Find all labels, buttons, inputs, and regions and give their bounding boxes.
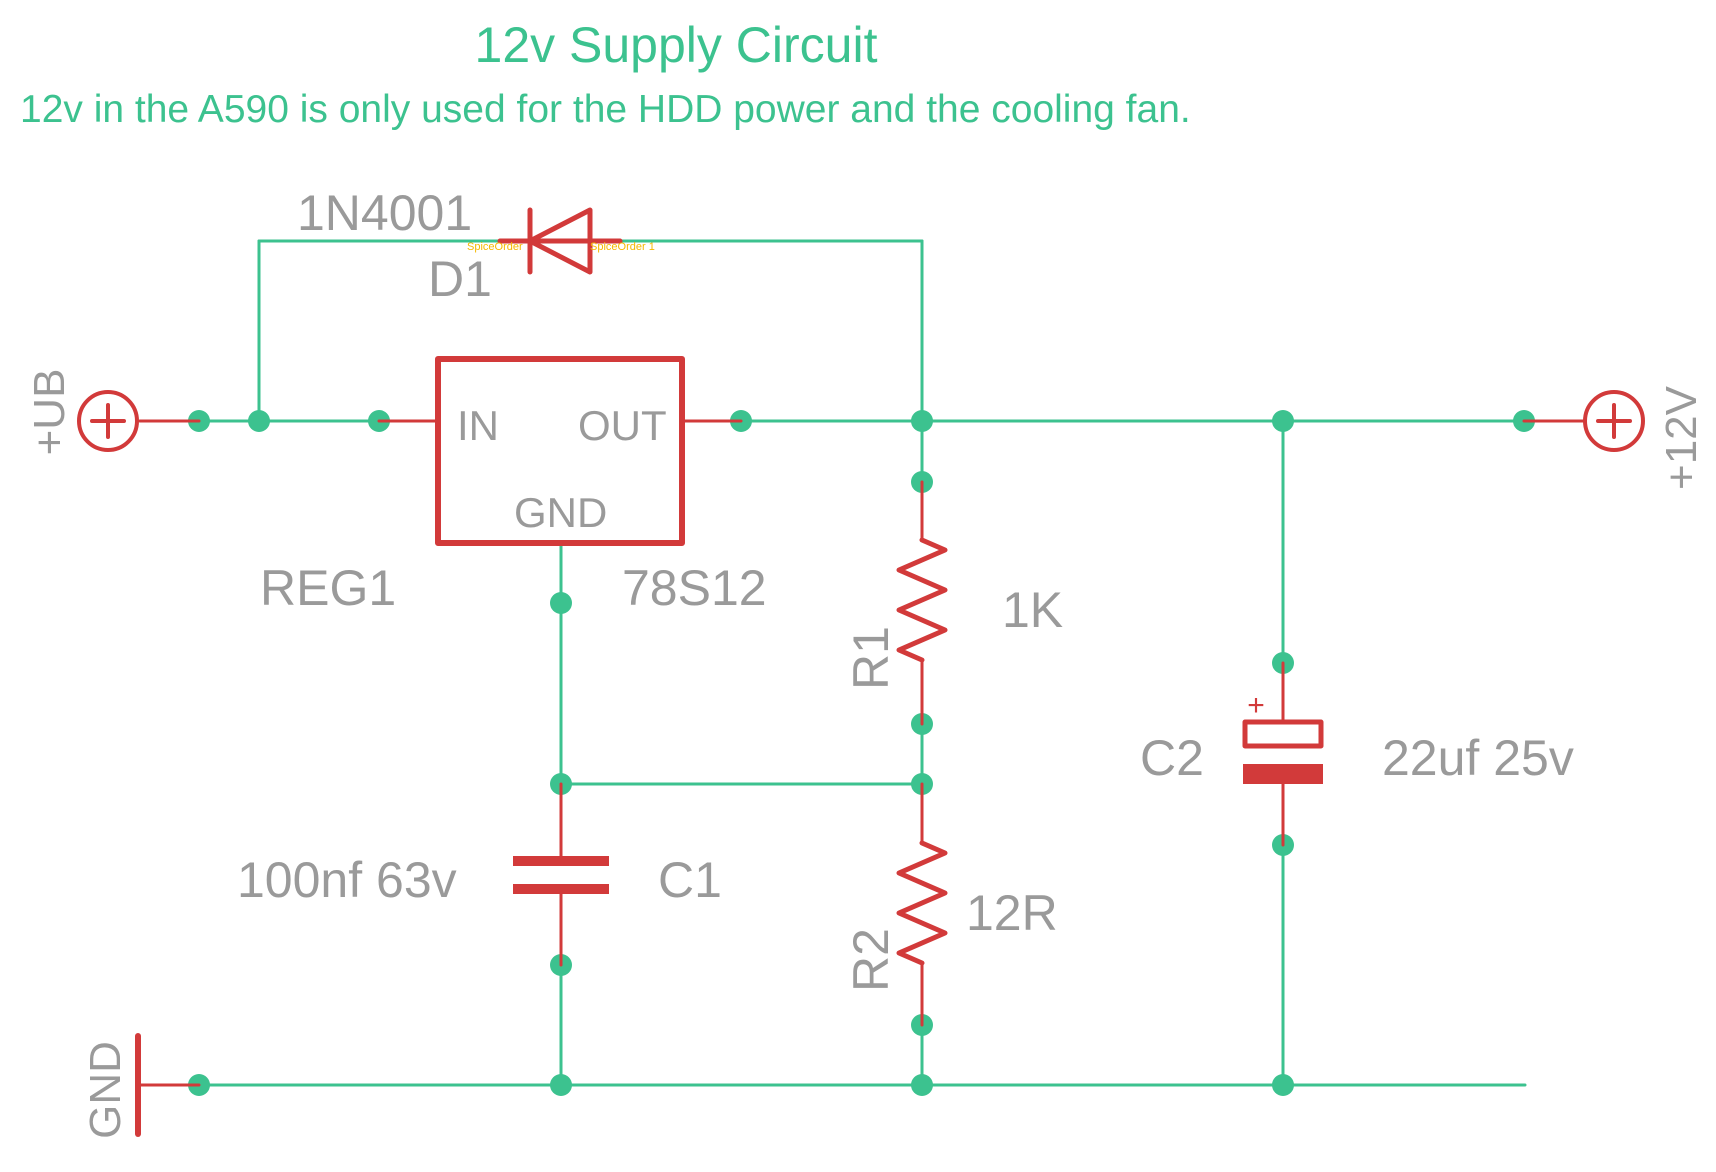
supply-in-label: +UB xyxy=(25,369,74,456)
diode-spice-left: SpiceOrder xyxy=(467,241,523,253)
resistor-r1-name: R1 xyxy=(843,626,899,690)
regulator-reg1: IN OUT GND REG1 78S12 xyxy=(260,356,767,616)
capacitor-c1-name: C1 xyxy=(658,852,722,908)
diode-name: D1 xyxy=(428,251,492,307)
ground-label: GND xyxy=(81,1041,130,1139)
resistor-r2-value: 12R xyxy=(966,885,1058,941)
capacitor-c2-polarity: + xyxy=(1247,689,1265,722)
page-title: 12v Supply Circuit xyxy=(475,17,878,73)
diode-d1: SpiceOrder SpiceOrder 1 1N4001 D1 xyxy=(297,185,655,307)
resistor-r2: R2 12R xyxy=(843,782,1058,1027)
regulator-name: REG1 xyxy=(260,560,396,616)
capacitor-c1: 100nf 63v C1 xyxy=(237,782,722,967)
resistor-r2-name: R2 xyxy=(843,928,899,992)
diode-spice-right: SpiceOrder 1 xyxy=(590,241,655,253)
regulator-pin-gnd: GND xyxy=(514,489,607,536)
page-subtitle: 12v in the A590 is only used for the HDD… xyxy=(20,88,1191,131)
supply-in-symbol: +UB xyxy=(25,369,201,456)
regulator-value: 78S12 xyxy=(622,560,767,616)
regulator-pin-in: IN xyxy=(457,402,499,449)
resistor-r1-value: 1K xyxy=(1002,582,1063,638)
junction-dots xyxy=(188,410,1535,1096)
supply-out-symbol: +12V xyxy=(1522,385,1706,490)
capacitor-c2-value: 22uf 25v xyxy=(1382,730,1574,786)
capacitor-c1-value: 100nf 63v xyxy=(237,852,457,908)
diode-value: 1N4001 xyxy=(297,185,472,241)
wires xyxy=(138,239,1527,1087)
resistor-r1: R1 1K xyxy=(843,480,1063,726)
ground-symbol: GND xyxy=(81,1033,201,1139)
capacitor-c2-name: C2 xyxy=(1140,730,1204,786)
supply-out-label: +12V xyxy=(1657,385,1706,490)
capacitor-c2: + C2 22uf 25v xyxy=(1140,661,1574,847)
regulator-pin-out: OUT xyxy=(578,402,667,449)
